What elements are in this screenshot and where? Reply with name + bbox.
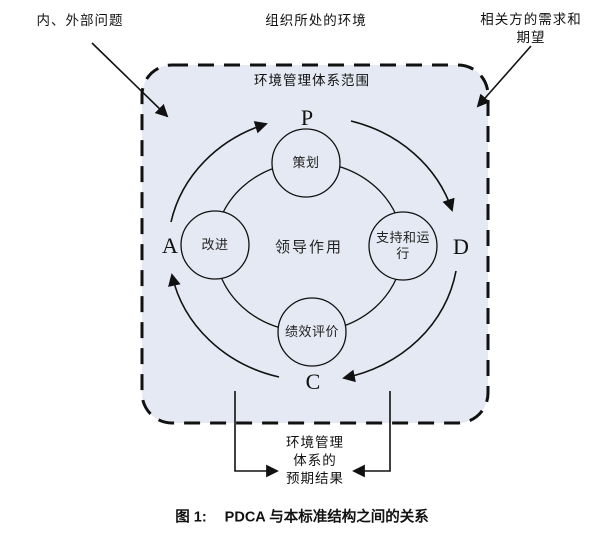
outcomes-right-connector — [352, 391, 391, 478]
letter-p: P — [300, 105, 314, 130]
interested-parties-line1: 相关方的需求和 — [480, 12, 582, 27]
support-operation-line1: 支持和运 — [375, 230, 431, 245]
interested-parties-arrow — [476, 45, 532, 108]
organization-context-label: 组织所处的环境 — [265, 13, 367, 28]
letter-a: A — [162, 233, 178, 258]
support-operation-circle — [368, 211, 438, 281]
letter-d: D — [453, 234, 469, 259]
outcomes-line1: 环境管理 — [286, 435, 344, 450]
arc-p-to-d — [350, 120, 455, 212]
interested-parties-line2: 期望 — [516, 30, 546, 45]
performance-evaluation-circle — [277, 297, 347, 367]
interested-parties-label: 相关方的需求和 期望 — [480, 11, 582, 47]
intended-outcomes-label: 环境管理 体系的 预期结果 — [286, 434, 344, 488]
outcomes-line3: 预期结果 — [286, 471, 344, 486]
figure-caption-number: 图 1: — [175, 509, 207, 526]
arc-d-to-c — [342, 270, 457, 383]
arc-c-to-a — [168, 273, 280, 378]
leadership-label: 领导作用 — [274, 240, 344, 256]
figure-caption-title: PDCA 与本标准结构之间的关系 — [224, 509, 429, 526]
letter-c: C — [305, 369, 321, 394]
plan-circle — [271, 128, 341, 198]
ems-scope-box — [140, 63, 490, 425]
ems-scope-label: 环境管理体系范围 — [254, 73, 370, 88]
figure-caption: 图 1: PDCA 与本标准结构之间的关系 — [175, 506, 429, 527]
internal-external-arrow — [91, 42, 169, 118]
arc-a-to-p — [170, 121, 268, 223]
support-operation-line2: 行 — [396, 246, 410, 261]
performance-evaluation-label: 绩效评价 — [284, 324, 340, 339]
internal-external-issues-label: 内、外部问题 — [36, 13, 124, 28]
outcomes-line2: 体系的 — [293, 453, 337, 468]
improvement-label: 改进 — [201, 237, 229, 252]
improvement-circle — [180, 210, 250, 280]
support-operation-label: 支持和运 行 — [376, 230, 430, 262]
outcomes-left-connector — [234, 391, 279, 478]
plan-label: 策划 — [292, 155, 320, 170]
